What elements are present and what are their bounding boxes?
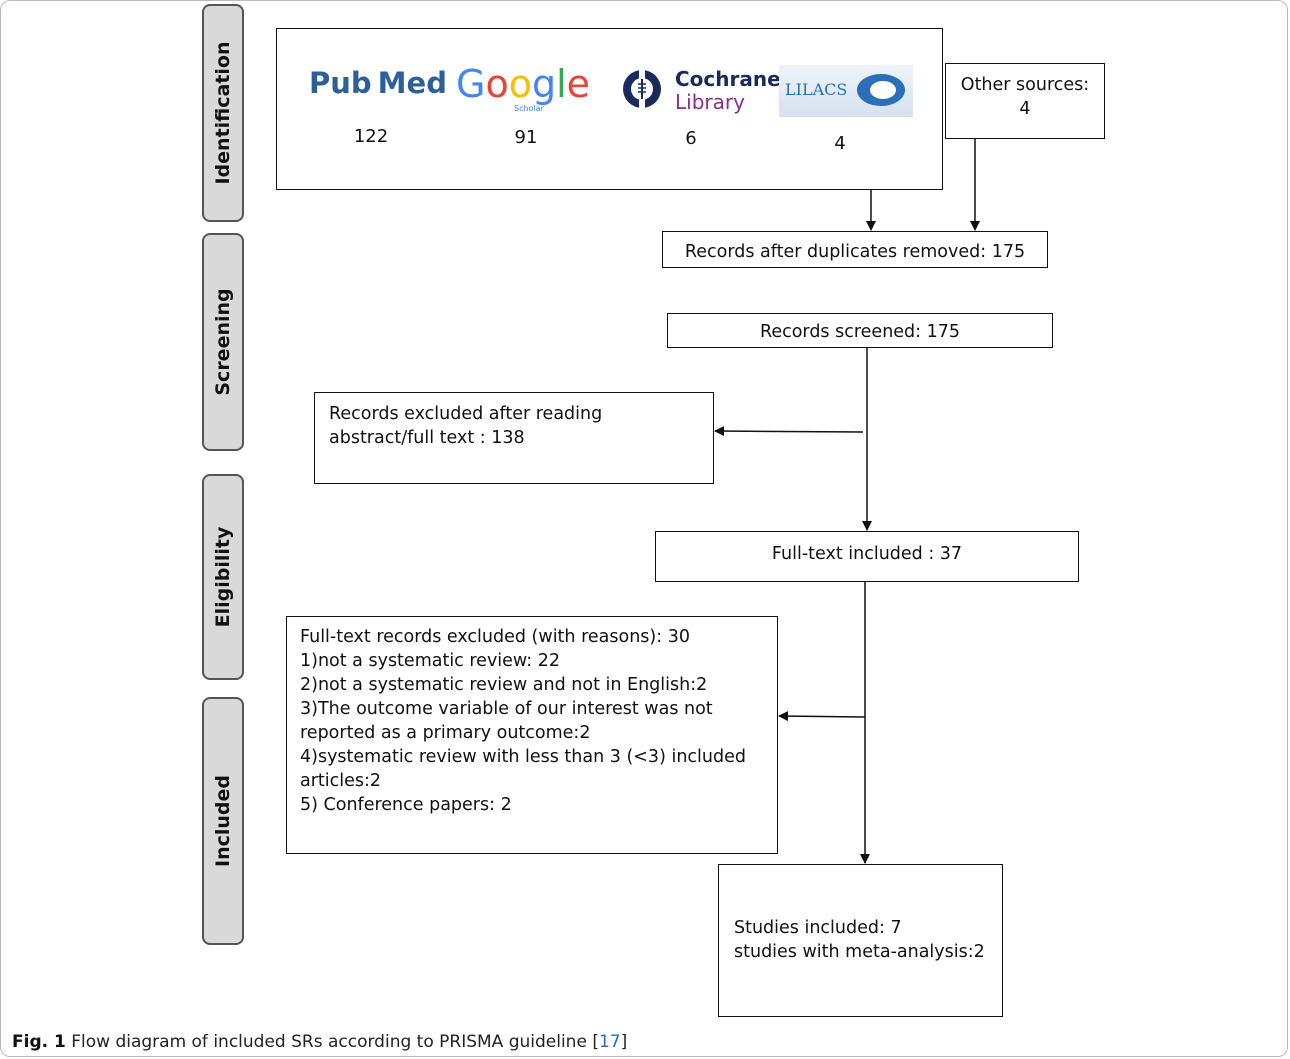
phase-included: Included — [202, 697, 244, 945]
caption-label: Fig. 1 — [12, 1032, 66, 1052]
cochrane-count: 6 — [685, 128, 697, 149]
fulltext-included-box: Full-text included : 37 — [655, 531, 1079, 582]
arrow-to-excluded-abstract — [714, 426, 864, 437]
records-after-duplicates-text: Records after duplicates removed: 175 — [684, 242, 1026, 262]
arrow-to-fulltext-excluded — [778, 711, 866, 722]
phase-eligibility: Eligibility — [202, 474, 244, 680]
fulltext-excluded-box: Full-text records excluded (with reasons… — [286, 616, 778, 854]
lilacs-logo: LILACS — [779, 65, 913, 117]
lilacs-name: LILACS — [785, 80, 848, 99]
records-screened-box: Records screened: 175 — [667, 313, 1053, 348]
cochrane-emblem-icon — [623, 69, 661, 109]
caption-reference-link[interactable]: 17 — [598, 1032, 621, 1052]
studies-included-box: Studies included: 7 studies with meta-an… — [718, 864, 1003, 1017]
google-scholar-count: 91 — [514, 127, 538, 148]
cochrane-library-word: Library — [675, 90, 745, 114]
excluded-abstract-box: Records excluded after reading abstract/… — [314, 392, 714, 484]
other-sources-count: 4 — [1019, 99, 1031, 119]
lilacs-count: 4 — [834, 133, 846, 154]
records-after-duplicates-box: Records after duplicates removed: 175 — [662, 231, 1048, 268]
records-screened-text: Records screened: 175 — [759, 322, 961, 342]
pubmed-count: 122 — [353, 126, 389, 147]
figure-caption: Fig. 1 Flow diagram of included SRs acco… — [12, 1032, 628, 1052]
google-scholar-logo: Google Scholar — [456, 62, 591, 113]
fulltext-included-text: Full-text included : 37 — [771, 544, 963, 564]
lilacs-ring-icon — [857, 74, 905, 106]
cochrane-name: Cochrane — [675, 67, 781, 91]
phase-identification: Identification — [202, 4, 244, 222]
google-scholar-subtitle: Scholar — [514, 104, 544, 113]
other-sources-box: Other sources: 4 — [945, 63, 1105, 139]
phase-screening: Screening — [202, 233, 244, 451]
other-sources-label: Other sources: — [960, 75, 1090, 95]
